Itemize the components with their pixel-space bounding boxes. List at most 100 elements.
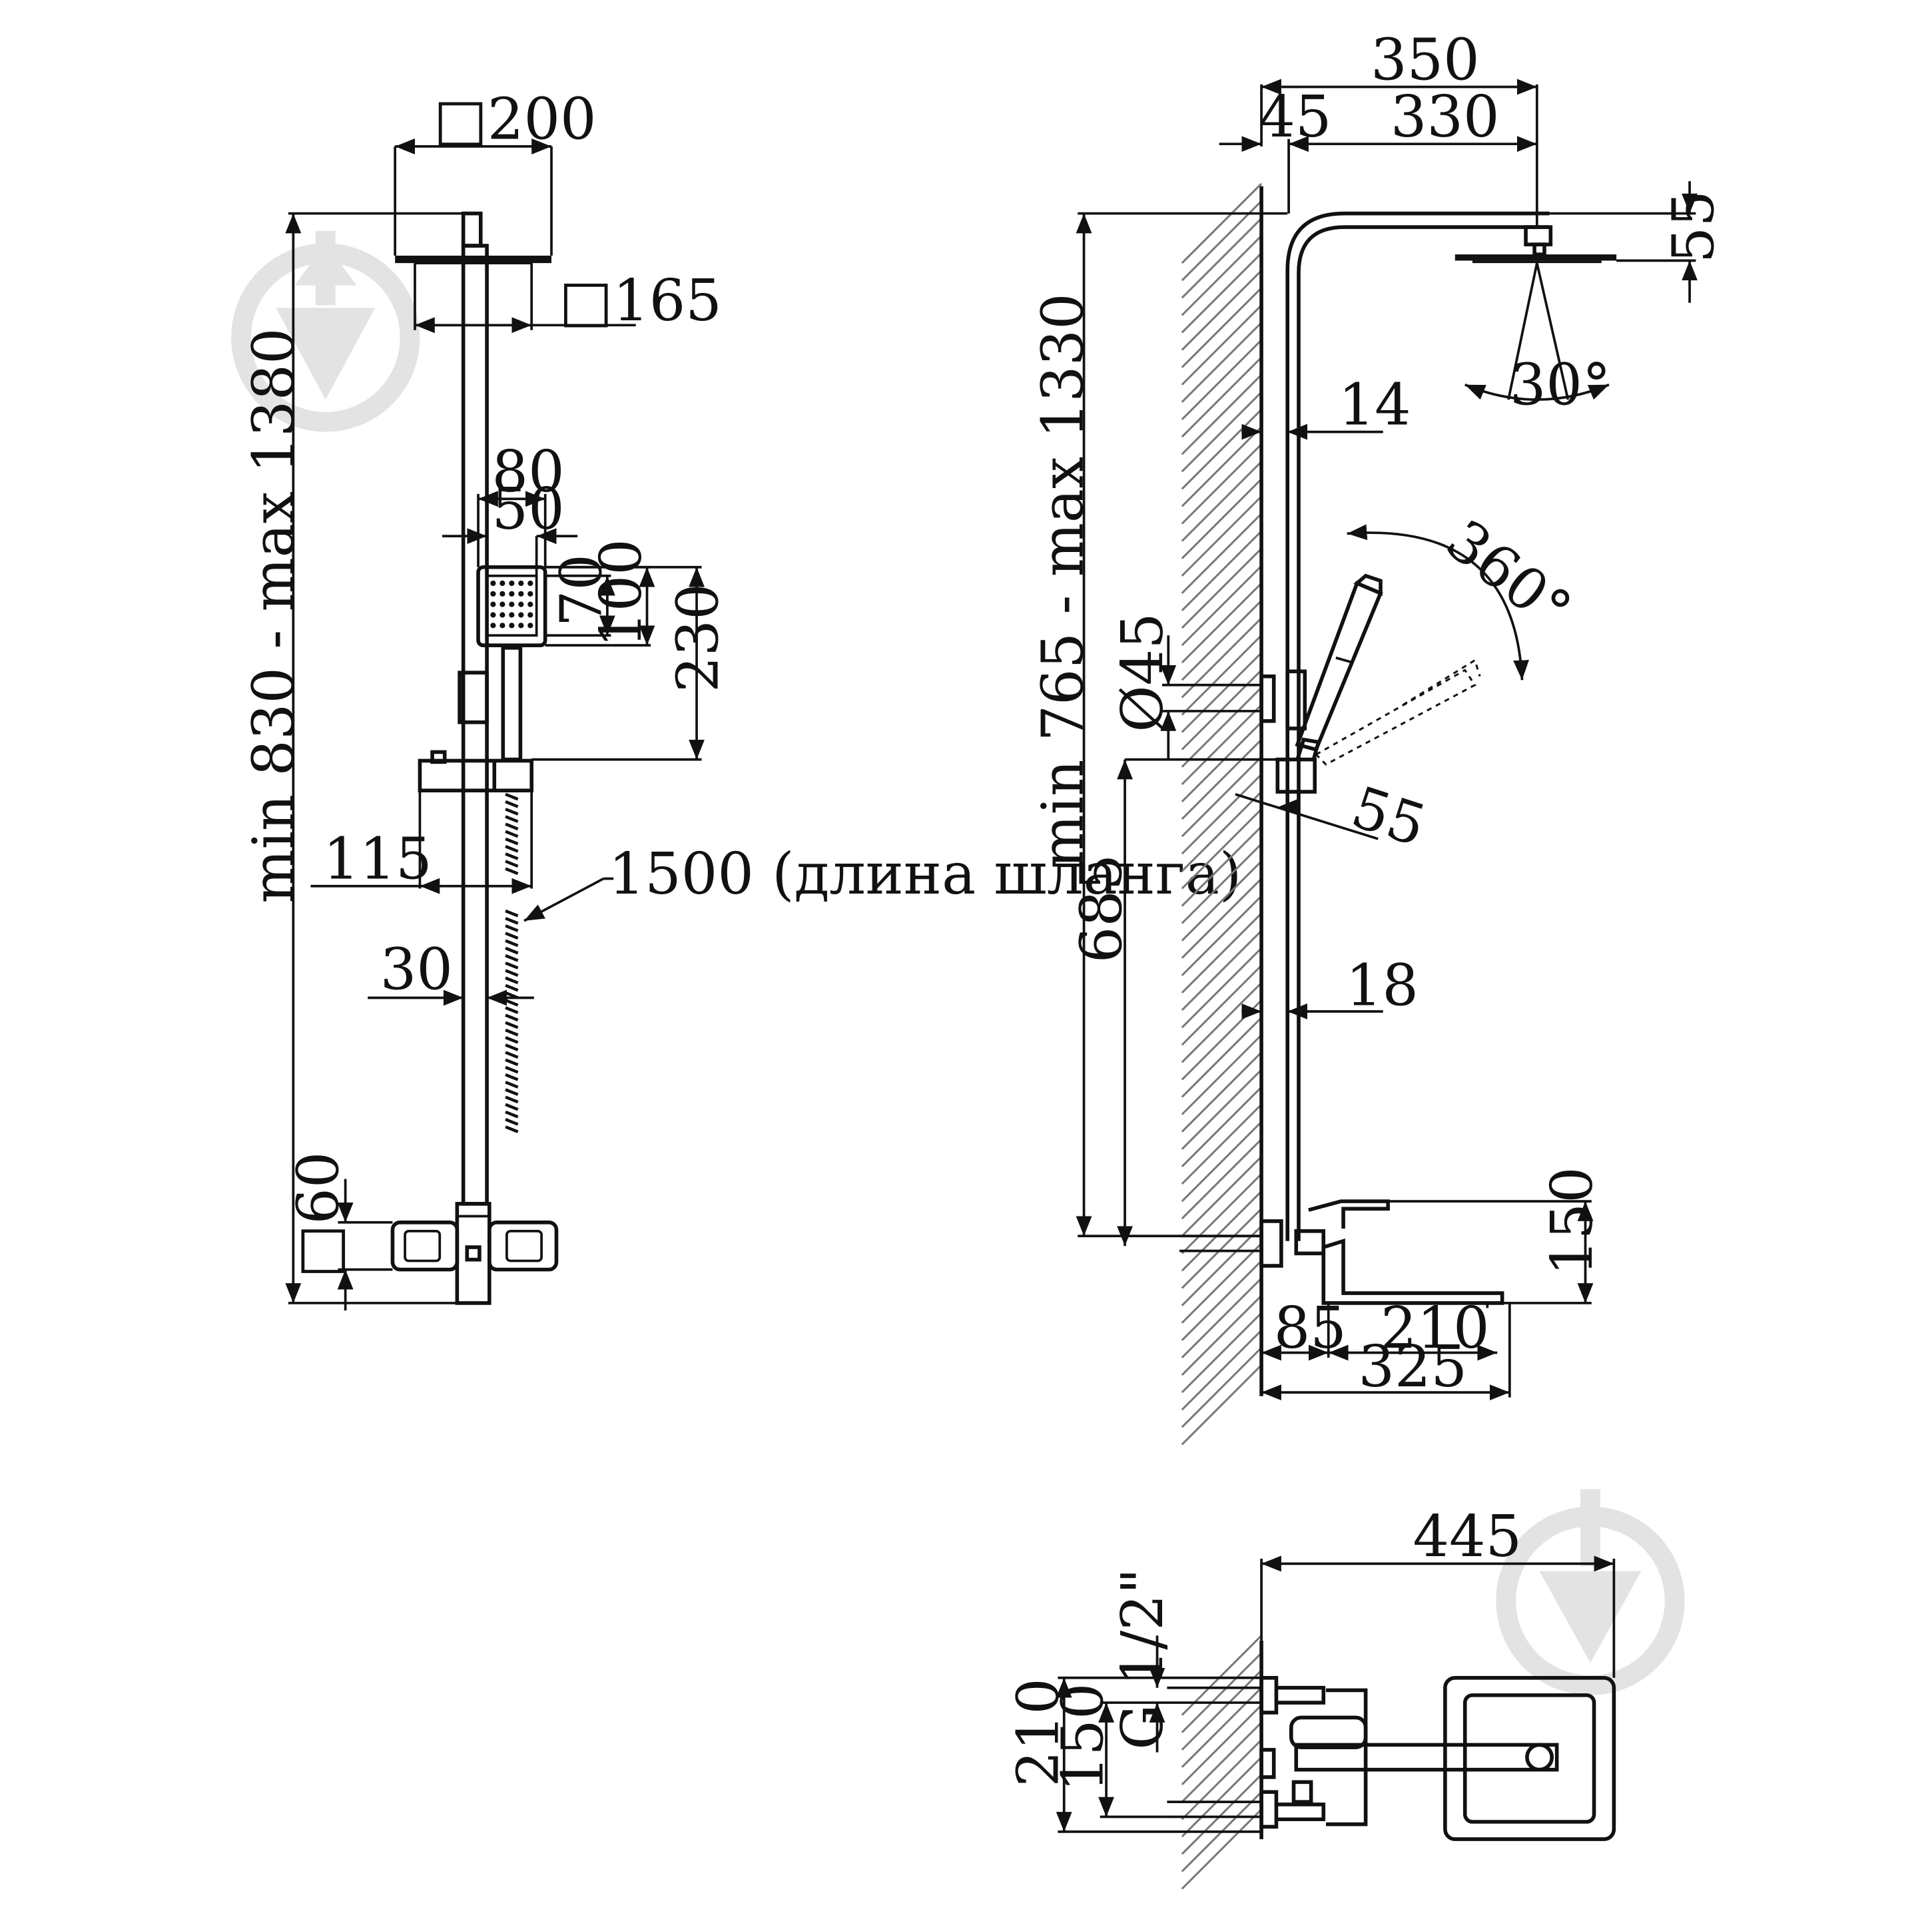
brand-watermark-icon — [1496, 1489, 1685, 1695]
hatch-line — [1181, 1034, 1263, 1115]
hose-coil — [505, 946, 519, 955]
hose-coil — [505, 939, 519, 948]
hatch-line — [1181, 721, 1263, 803]
hatch-line — [1181, 1652, 1263, 1733]
nozzle — [518, 601, 524, 607]
hatch-line — [1181, 304, 1263, 386]
dim-head-height: 55 — [1660, 190, 1727, 263]
hose-coil — [505, 852, 519, 860]
hose-coil — [505, 969, 519, 977]
hatch-line — [1181, 1294, 1263, 1376]
hatch-line — [1181, 947, 1263, 1029]
hatch-line — [1181, 443, 1263, 525]
hatch-line — [1181, 860, 1263, 942]
hatch-line — [1181, 1312, 1263, 1394]
hatch-line — [1181, 1704, 1263, 1786]
dim-valve-height: 685 — [1068, 854, 1135, 964]
hose-coil — [505, 924, 519, 932]
nozzle — [518, 580, 524, 587]
nozzle — [499, 580, 505, 587]
hand-holder — [1275, 757, 1317, 794]
dim-hand-height: 100 — [588, 539, 655, 648]
hatch-line — [1181, 791, 1263, 872]
hatch-line — [1181, 895, 1263, 976]
hatch-line — [1181, 756, 1263, 838]
nozzle — [509, 601, 515, 607]
hatch-line — [1181, 635, 1263, 716]
hose-coil — [505, 1051, 519, 1059]
dim-inlet-span: 150 — [1050, 1683, 1117, 1793]
hatch-line — [1181, 374, 1263, 455]
hatch-line — [1181, 1277, 1263, 1359]
hatch-line — [1181, 182, 1263, 264]
hatch-line — [1181, 287, 1263, 368]
dim-valve-square: □60 — [285, 1152, 352, 1278]
hatch-line — [1181, 1774, 1263, 1855]
hatch-line — [1181, 339, 1263, 421]
hose-coil — [505, 1021, 519, 1029]
nozzle — [499, 591, 505, 597]
hatch-line — [1181, 426, 1263, 507]
dim-bar-offset: 30 — [380, 936, 453, 1003]
hatch-line — [1181, 270, 1263, 351]
dim-height-range: min 765 - max 1330 — [1030, 293, 1097, 868]
mixer-valve — [455, 1202, 491, 1305]
hatch-line — [1181, 1364, 1263, 1446]
hatch-line — [1181, 495, 1263, 577]
dim-head-square: □200 — [434, 87, 597, 153]
hose-coil — [505, 1125, 519, 1133]
nozzle — [490, 580, 496, 587]
hose-coil — [505, 1028, 519, 1037]
hose-coil — [505, 1103, 519, 1111]
hose-coil — [505, 1013, 519, 1022]
hose-coil — [505, 837, 519, 846]
hose — [505, 792, 519, 1133]
hatch-line — [1181, 235, 1263, 316]
hose-coil — [505, 932, 519, 940]
hose-coil — [505, 1006, 519, 1014]
hatch-line — [1181, 461, 1263, 542]
hatch-line — [1181, 704, 1263, 785]
hose-coil — [505, 800, 519, 808]
hatch-line — [1181, 1242, 1263, 1324]
hose-coil — [505, 954, 519, 962]
hatch-line — [1181, 322, 1263, 403]
side-view: 30° 360° 350 — [1030, 27, 1727, 1446]
hatch-line — [1181, 1121, 1263, 1203]
hatch-line — [1181, 478, 1263, 559]
shower-arm — [1285, 211, 1550, 1241]
mixer-side — [1259, 1219, 1283, 1268]
hose-length-note: 1500 (длина шланга) — [609, 841, 1242, 908]
hose-coil — [505, 1043, 519, 1051]
hatch-line — [1181, 217, 1263, 299]
dim-bar-gap-low: 18 — [1346, 953, 1419, 1019]
nozzle — [509, 580, 515, 587]
nozzle — [527, 591, 533, 597]
front-view: □200 □165 80 50 70 100 230 115 30 — [240, 87, 1242, 1311]
hose-coil — [505, 1036, 519, 1044]
shower-head — [395, 255, 552, 264]
nozzle — [509, 612, 515, 618]
hose-coil — [505, 845, 519, 853]
hatch-line — [1181, 1191, 1263, 1272]
dim-holder-diameter: Ø45 — [1110, 613, 1176, 732]
hose-coil — [505, 1088, 519, 1096]
hose-coil — [505, 1065, 519, 1074]
hatch-line — [1181, 1687, 1263, 1769]
hand-shower — [476, 565, 547, 647]
dim-hand-width: 80 — [492, 439, 565, 505]
dim-spout-length: 210 — [1381, 1295, 1490, 1362]
hatch-line — [1181, 582, 1263, 664]
nozzle — [518, 591, 524, 597]
top-view: 445 G 1/2" 210 150 — [1005, 1504, 1616, 1890]
hatch-line — [1181, 1017, 1263, 1098]
dim-spout-total: 325 — [1358, 1334, 1467, 1400]
hose-coil — [505, 1058, 519, 1067]
shower-bar — [461, 244, 489, 1206]
hatch-line — [1181, 826, 1263, 907]
dim-arm-reach: 330 — [1391, 84, 1500, 150]
hose-coil — [505, 808, 519, 816]
hatch-line — [1181, 513, 1263, 594]
nozzle — [490, 601, 496, 607]
nozzle — [490, 623, 496, 629]
